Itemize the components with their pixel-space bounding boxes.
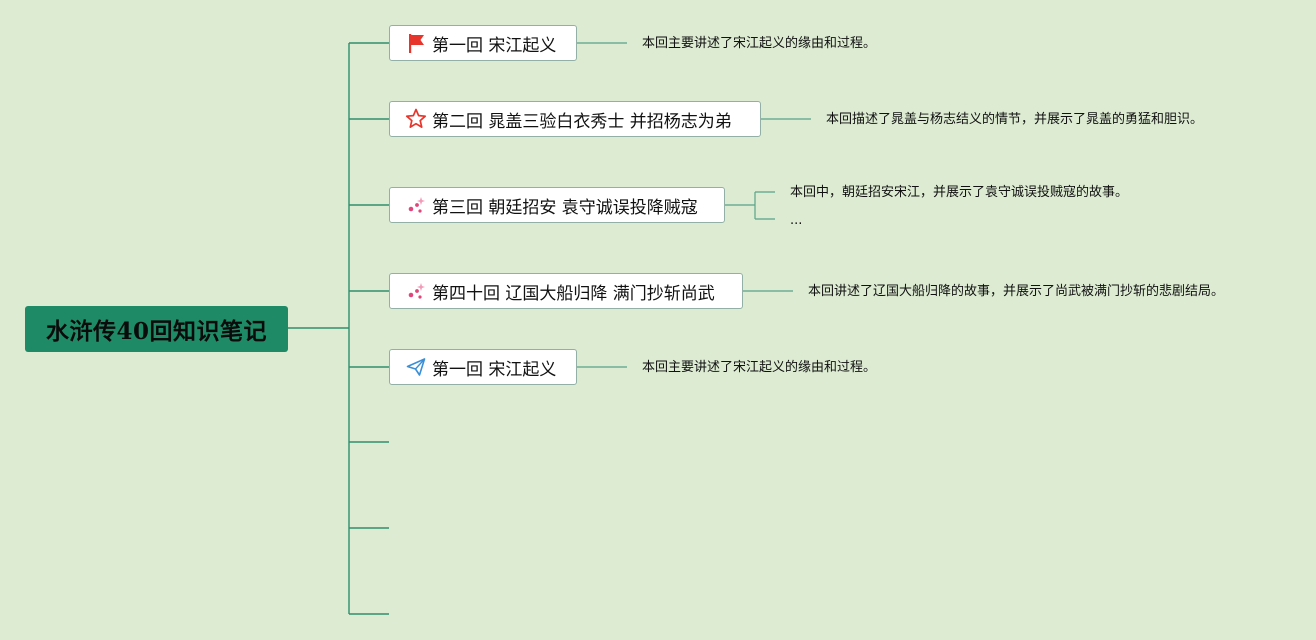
branch-note-4: 本回讲述了辽国大船归降的故事，并展示了尚武被满门抄斩的悲剧结局。: [808, 284, 1224, 300]
sparkle-icon: [404, 279, 428, 303]
sparkle-icon: [404, 193, 428, 217]
branch-label-5: 第一回 宋江起义: [432, 359, 557, 380]
branch-node-1[interactable]: 第一回 宋江起义: [389, 25, 577, 61]
branch-node-3[interactable]: 第三回 朝廷招安 袁守诚误投降贼寇: [389, 187, 725, 223]
branch-note-5-text: 本回主要讲述了宋江起义的缘由和过程。: [642, 360, 877, 375]
empty-branch-slot-8: [389, 604, 399, 624]
red-star-outline-icon: [404, 107, 428, 131]
branch-note-2: 本回描述了晁盖与杨志结义的情节，并展示了晁盖的勇猛和胆识。: [826, 112, 1203, 128]
branch-note-4-text: 本回讲述了辽国大船归降的故事，并展示了尚武被满门抄斩的悲剧结局。: [808, 284, 1225, 299]
branch-label-1: 第一回 宋江起义: [432, 35, 557, 56]
note-connector-3: [725, 191, 775, 220]
branch-label-3: 第三回 朝廷招安 袁守诚误投降贼寇: [432, 197, 698, 218]
paper-plane-icon: [404, 355, 428, 379]
branch-note-3b-text: ...: [790, 213, 803, 228]
empty-branch-slot-6: [389, 432, 399, 452]
red-flag-icon: [404, 31, 428, 55]
branch-node-5[interactable]: 第一回 宋江起义: [389, 349, 577, 385]
root-topic[interactable]: 水浒传40回知识笔记: [25, 306, 288, 352]
branch-note-1: 本回主要讲述了宋江起义的缘由和过程。: [642, 36, 876, 52]
root-topic-label: 水浒传40回知识笔记: [45, 318, 267, 345]
branch-note-3a-text: 本回中，朝廷招安宋江，并展示了袁守诚误投贼寇的故事。: [790, 185, 1129, 200]
branch-label-4: 第四十回 辽国大船归降 满门抄斩尚武: [432, 283, 715, 304]
branch-note-3a: 本回中，朝廷招安宋江，并展示了袁守诚误投贼寇的故事。: [790, 185, 1128, 201]
empty-branch-slot-7: [389, 518, 399, 538]
branch-note-5: 本回主要讲述了宋江起义的缘由和过程。: [642, 360, 876, 376]
branch-note-2-text: 本回描述了晁盖与杨志结义的情节，并展示了晁盖的勇猛和胆识。: [826, 112, 1204, 127]
branch-label-2: 第二回 晁盖三验白衣秀士 并招杨志为弟: [432, 111, 732, 132]
branch-note-1-text: 本回主要讲述了宋江起义的缘由和过程。: [642, 36, 877, 51]
branch-note-3b: ...: [790, 213, 802, 229]
branch-node-4[interactable]: 第四十回 辽国大船归降 满门抄斩尚武: [389, 273, 743, 309]
branch-node-2[interactable]: 第二回 晁盖三验白衣秀士 并招杨志为弟: [389, 101, 761, 137]
